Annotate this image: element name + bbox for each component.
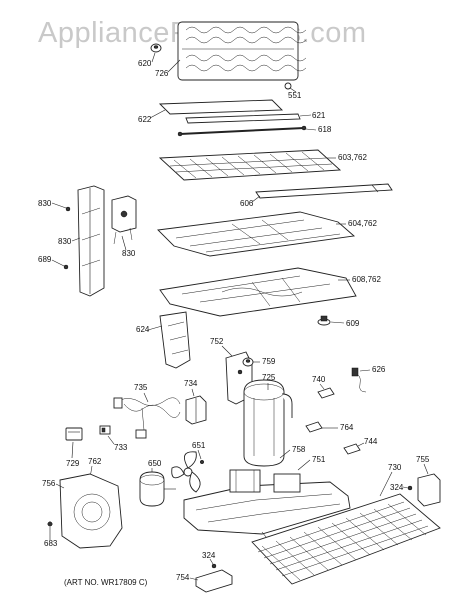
- screw-324-a[interactable]: [407, 485, 413, 491]
- screw-683[interactable]: [47, 521, 53, 527]
- callout-650: 650: [148, 459, 162, 468]
- cover-plate-part[interactable]: [158, 99, 284, 115]
- callout-734: 734: [184, 379, 198, 388]
- grommet-part[interactable]: [150, 43, 162, 53]
- evaporator-coil-part[interactable]: [177, 21, 307, 81]
- drain-fitting-part[interactable]: [317, 315, 331, 326]
- callout-830-a: 830: [38, 199, 52, 208]
- callout-830-b: 830: [58, 237, 72, 246]
- fan-motor-part[interactable]: [139, 471, 176, 507]
- fan-shroud-part[interactable]: [59, 473, 123, 549]
- callout-756: 756: [42, 479, 56, 488]
- callout-725: 725: [262, 373, 276, 382]
- screw-830-a[interactable]: [65, 206, 71, 212]
- side-channel-part[interactable]: [77, 185, 105, 297]
- overload-part[interactable]: [99, 425, 111, 435]
- callout-689: 689: [38, 255, 52, 264]
- callout-618: 618: [318, 125, 332, 134]
- callout-626: 626: [372, 365, 386, 374]
- callout-729: 729: [66, 459, 80, 468]
- drier-626-part[interactable]: [351, 367, 367, 393]
- pan-shelf-part[interactable]: [157, 211, 356, 257]
- clamp-764-part[interactable]: [305, 421, 323, 433]
- callout-609: 609: [346, 319, 360, 328]
- callout-624: 624: [136, 325, 150, 334]
- callout-324-b: 324: [202, 551, 216, 560]
- condenser-part[interactable]: [251, 493, 441, 585]
- callout-606: 606: [240, 199, 254, 208]
- wire-shelf-part[interactable]: [158, 149, 342, 181]
- callout-830-c: 830: [122, 249, 136, 258]
- callout-762: 762: [88, 457, 102, 466]
- grommet-759-part[interactable]: [242, 357, 254, 367]
- clamp-744-part[interactable]: [343, 443, 361, 455]
- callout-726: 726: [155, 69, 169, 78]
- screw-324-b[interactable]: [211, 563, 217, 569]
- callout-752: 752: [210, 337, 224, 346]
- callout-604-762: 604,762: [348, 219, 377, 228]
- callout-551: 551: [288, 91, 302, 100]
- callout-683: 683: [44, 539, 58, 548]
- relay-part[interactable]: [185, 395, 207, 425]
- heater-strip-part[interactable]: [185, 113, 301, 124]
- screw-part[interactable]: [284, 82, 297, 93]
- capacitor-part[interactable]: [65, 427, 83, 441]
- screw-689[interactable]: [63, 264, 69, 270]
- callout-751: 751: [312, 455, 326, 464]
- callout-621: 621: [312, 111, 326, 120]
- callout-620: 620: [138, 59, 152, 68]
- callout-755: 755: [416, 455, 430, 464]
- air-duct-part[interactable]: [159, 311, 191, 369]
- callout-754: 754: [176, 573, 190, 582]
- bracket-755-part[interactable]: [417, 473, 441, 507]
- base-tray-part[interactable]: [183, 469, 351, 535]
- compressor-part[interactable]: [243, 379, 293, 467]
- callout-730: 730: [388, 463, 402, 472]
- callout-759: 759: [262, 357, 276, 366]
- callout-324-a: 324: [390, 483, 404, 492]
- defrost-timer-part[interactable]: [111, 195, 137, 245]
- heater-rod-part[interactable]: [177, 125, 307, 137]
- callout-733: 733: [114, 443, 128, 452]
- callout-651: 651: [192, 441, 206, 450]
- drip-pan-part[interactable]: [159, 267, 357, 317]
- art-number: (ART NO. WR17809 C): [64, 578, 148, 587]
- callout-740: 740: [312, 375, 326, 384]
- callout-603-762: 603,762: [338, 153, 367, 162]
- callout-764: 764: [340, 423, 354, 432]
- clip-651[interactable]: [199, 459, 205, 465]
- shelf-rail-part[interactable]: [255, 183, 393, 199]
- fan-blade-part[interactable]: [171, 451, 201, 493]
- callout-744: 744: [364, 437, 378, 446]
- callout-608-762: 608,762: [352, 275, 381, 284]
- callout-758: 758: [292, 445, 306, 454]
- callout-622: 622: [138, 115, 152, 124]
- callout-735: 735: [134, 383, 148, 392]
- wiring-harness-part[interactable]: [113, 397, 181, 439]
- switch-740-part[interactable]: [317, 387, 335, 399]
- leveling-foot-754-part[interactable]: [195, 569, 233, 593]
